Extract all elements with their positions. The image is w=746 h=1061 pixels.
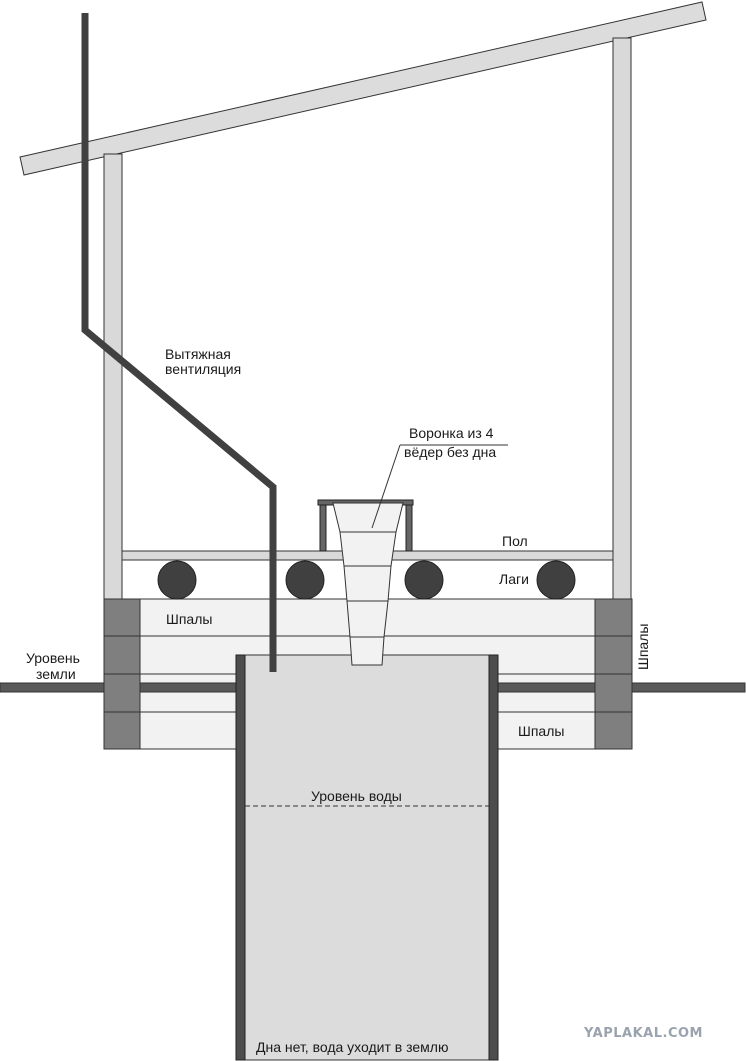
ventilation-pipe bbox=[81, 13, 277, 672]
ventilation-label-line2: вентиляция bbox=[165, 361, 241, 377]
bottom-note-label: Дна нет, вода уходит в землю bbox=[256, 1039, 448, 1055]
funnel-leader bbox=[371, 444, 401, 529]
pit-wall-left bbox=[235, 654, 246, 1061]
funnel-bucket-1 bbox=[332, 502, 404, 533]
ground-line-mid-left bbox=[139, 682, 237, 693]
sleeper-end-right-4 bbox=[594, 711, 633, 750]
joists-label: Лаги bbox=[499, 571, 529, 587]
ground-line-right bbox=[631, 682, 746, 693]
joist-log-2 bbox=[285, 560, 325, 600]
sleeper-end-left-2 bbox=[103, 635, 141, 675]
sleepers-upper-label: Шпалы bbox=[166, 611, 212, 627]
sleeper-end-right-2 bbox=[594, 635, 633, 675]
ground-line-mid-right bbox=[497, 682, 596, 693]
funnel-bucket-4 bbox=[346, 600, 389, 638]
water-level-label: Уровень воды bbox=[311, 788, 402, 804]
roof-board bbox=[19, 1, 707, 176]
sleeper-end-left-4 bbox=[103, 711, 141, 750]
pit-wall-right bbox=[488, 654, 499, 1061]
funnel-label-line1: Воронка из 4 bbox=[409, 425, 494, 441]
sleepers-vertical-label: Шпалы bbox=[635, 624, 651, 670]
ground-line-left bbox=[0, 682, 105, 693]
funnel-bucket-5 bbox=[349, 636, 385, 666]
sleeper-end-left-3 bbox=[103, 673, 141, 713]
pit-interior bbox=[235, 654, 499, 1061]
seat-post-right bbox=[405, 501, 413, 552]
floor-label: Пол bbox=[502, 533, 528, 549]
sleepers-lower-label: Шпалы bbox=[518, 723, 564, 739]
funnel-label-line2: вёдер без дна bbox=[404, 444, 496, 460]
joist-log-1 bbox=[157, 560, 197, 600]
left-post bbox=[103, 153, 123, 601]
joist-log-3 bbox=[404, 560, 444, 600]
ground-label-line2: земли bbox=[36, 666, 76, 682]
watermark-logo: YAPLAKAL.COM bbox=[583, 1026, 703, 1041]
joist-log-4 bbox=[536, 560, 576, 600]
sleeper-end-left-1 bbox=[103, 598, 141, 637]
right-post bbox=[612, 37, 632, 601]
ground-label-line1: Уровень bbox=[26, 650, 80, 666]
funnel-bucket-3 bbox=[343, 565, 392, 602]
funnel-bucket-2 bbox=[339, 531, 397, 567]
seat-post-left bbox=[319, 501, 327, 552]
sleeper-end-right-3 bbox=[594, 673, 633, 713]
ventilation-label-line1: Вытяжная bbox=[165, 346, 231, 362]
sleeper-end-right-1 bbox=[594, 598, 633, 637]
